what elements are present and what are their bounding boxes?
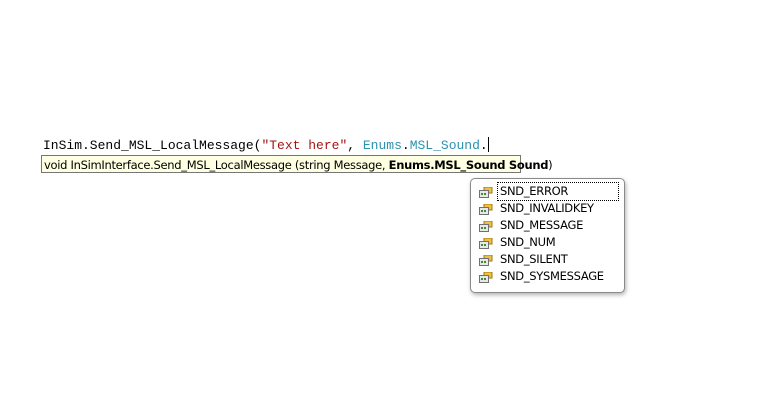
enum-member-icon xyxy=(479,254,493,266)
completion-item-label: SND_SYSMESSAGE xyxy=(500,269,604,283)
parameter-info-tooltip: void InSimInterface.Send_MSL_LocalMessag… xyxy=(41,155,553,173)
enum-member-icon xyxy=(479,186,493,198)
completion-item[interactable]: SND_ERROR xyxy=(471,182,624,201)
enum-member-icon xyxy=(479,203,493,215)
completion-item-label: SND_MESSAGE xyxy=(500,218,584,232)
enum-member-icon xyxy=(479,220,493,232)
tooltip-signature: void InSimInterface.Send_MSL_LocalMessag… xyxy=(44,158,389,172)
code-type-enums: Enums xyxy=(362,138,402,153)
completion-item-label: SND_SILENT xyxy=(500,252,568,266)
code-part: InSim.Send_MSL_LocalMessage( xyxy=(43,138,262,153)
completion-item[interactable]: SND_SYSMESSAGE xyxy=(471,268,624,285)
code-part: , xyxy=(347,138,363,153)
completion-item-label: SND_NUM xyxy=(500,235,556,249)
tooltip-suffix: ) xyxy=(548,158,553,172)
completion-item[interactable]: SND_NUM xyxy=(471,234,624,251)
tooltip-current-parameter: Enums.MSL_Sound Sound xyxy=(388,158,549,172)
completion-item[interactable]: SND_MESSAGE xyxy=(471,217,624,234)
text-caret xyxy=(487,137,489,152)
enum-member-icon xyxy=(479,237,493,249)
enum-member-icon xyxy=(479,271,493,283)
code-line[interactable]: InSim.Send_MSL_LocalMessage("Text here",… xyxy=(43,137,489,154)
code-string-literal: "Text here" xyxy=(261,138,348,153)
completion-item-label: SND_ERROR xyxy=(497,182,619,201)
code-type-msl-sound: MSL_Sound xyxy=(409,138,480,153)
code-part: . xyxy=(479,138,488,153)
completion-item[interactable]: SND_INVALIDKEY xyxy=(471,200,624,217)
completion-item-label: SND_INVALIDKEY xyxy=(500,201,594,215)
completion-item[interactable]: SND_SILENT xyxy=(471,251,624,268)
code-part: . xyxy=(401,138,410,153)
